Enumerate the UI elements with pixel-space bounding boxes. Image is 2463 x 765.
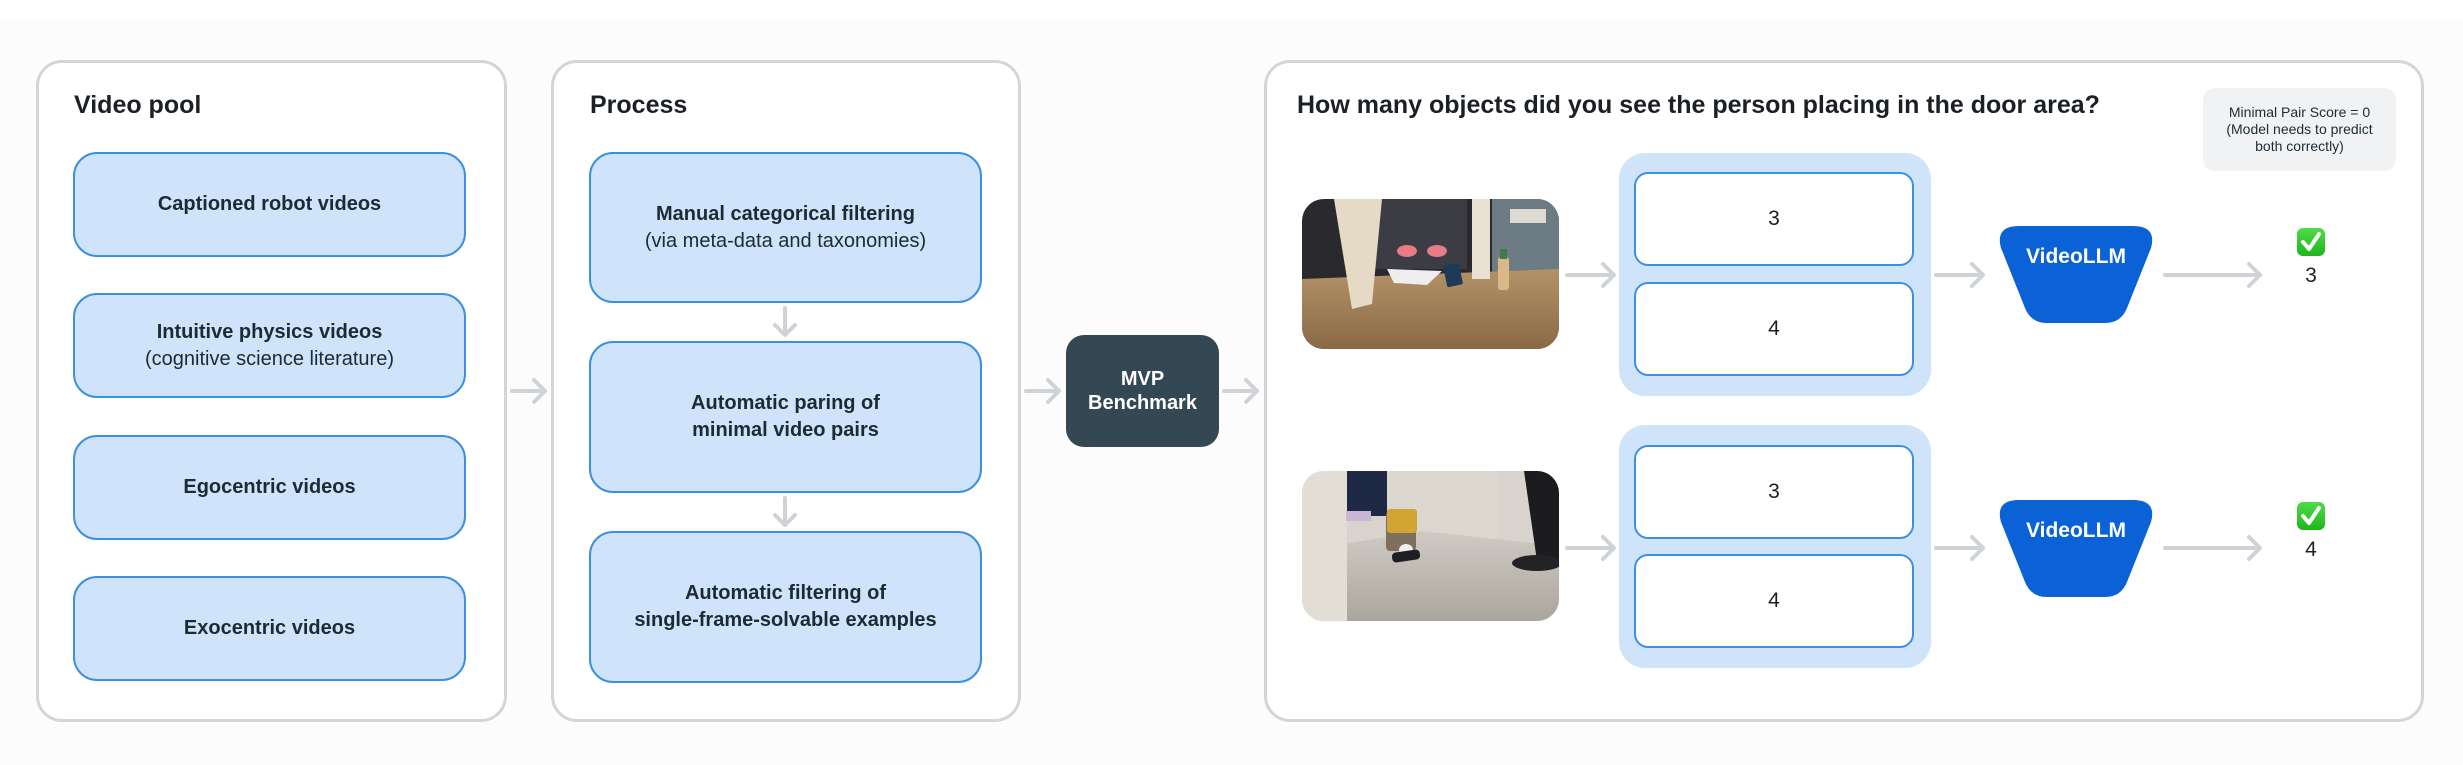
check-mark-icon: [2297, 228, 2325, 256]
video-frame-door-bottle: [1302, 199, 1559, 349]
process-step-sublabel: (via meta-data and taxonomies): [644, 229, 927, 252]
video-source-label: Captioned robot videos: [157, 193, 382, 215]
process-step-label: Automatic filtering of: [684, 582, 887, 604]
video-pool-title: Video pool: [74, 91, 202, 119]
example-question: How many objects did you see the person …: [1297, 91, 2100, 119]
score-explanation-line2: both correctly): [2255, 138, 2344, 154]
benchmark-label: MVP: [1120, 368, 1165, 390]
score-line: Minimal Pair Score = 0: [2228, 104, 2371, 120]
mvp-benchmark-node: MVP Benchmark: [1066, 335, 1219, 447]
predicted-answer: 4: [2305, 538, 2317, 561]
arrow-right-icon: [2163, 535, 2263, 561]
arrow-right-icon: [1024, 378, 1062, 404]
model-shape: [1999, 226, 2153, 323]
top-strip: [0, 0, 2463, 20]
process-step-single-frame-filtering: Automatic filtering of single-frame-solv…: [589, 531, 982, 683]
arrow-right-icon: [1565, 262, 1617, 288]
video-source-captioned-robot: Captioned robot videos: [73, 152, 466, 257]
prediction-result: 4: [2281, 502, 2341, 562]
answer-option[interactable]: 4: [1634, 554, 1914, 648]
videollm-model-node: VideoLLM: [1997, 226, 2155, 323]
arrow-right-icon: [2163, 262, 2263, 288]
minimal-pair-score-note: Minimal Pair Score = 0 (Model needs to p…: [2203, 88, 2396, 171]
video-thumbnail: [1302, 199, 1559, 349]
video-source-exocentric: Exocentric videos: [73, 576, 466, 681]
answer-option[interactable]: 3: [1634, 445, 1914, 539]
score-explanation: (Model needs to predict: [2226, 121, 2373, 137]
arrow-right-icon: [1222, 378, 1260, 404]
answer-choices: 3 4: [1619, 153, 1931, 396]
prediction-result: 3: [2281, 228, 2341, 288]
arrow-right-icon: [510, 378, 548, 404]
arrow-down-icon: [772, 496, 798, 528]
video-source-label: Intuitive physics videos: [156, 320, 383, 343]
benchmark-label-line2: Benchmark: [1088, 392, 1197, 414]
model-label: VideoLLM: [2026, 519, 2126, 542]
video-source-egocentric: Egocentric videos: [73, 435, 466, 540]
arrow-right-icon: [1934, 535, 1986, 561]
video-frame-bag-floor: [1302, 471, 1559, 621]
answer-choices: 3 4: [1619, 425, 1931, 668]
check-mark-icon: [2297, 502, 2325, 530]
process-step-label: Automatic paring of: [691, 392, 880, 414]
answer-option[interactable]: 3: [1634, 172, 1914, 266]
video-thumbnail: [1302, 471, 1559, 621]
predicted-answer: 3: [2305, 264, 2317, 287]
video-source-label: Egocentric videos: [183, 476, 356, 498]
process-step-minimal-pairing: Automatic paring of minimal video pairs: [589, 341, 982, 493]
process-step-label-line2: single-frame-solvable examples: [634, 609, 937, 631]
video-source-intuitive-physics: Intuitive physics videos (cognitive scie…: [73, 293, 466, 398]
model-label: VideoLLM: [2026, 245, 2126, 268]
model-shape: [1999, 500, 2153, 597]
answer-option[interactable]: 4: [1634, 282, 1914, 376]
video-source-label: Exocentric videos: [183, 617, 356, 639]
process-step-label-line2: minimal video pairs: [692, 419, 879, 441]
process-step-manual-filtering: Manual categorical filtering (via meta-d…: [589, 152, 982, 303]
videollm-model-node: VideoLLM: [1997, 500, 2155, 597]
process-title: Process: [590, 91, 688, 119]
arrow-down-icon: [772, 306, 798, 338]
video-source-sublabel: (cognitive science literature): [145, 347, 394, 370]
process-step-label: Manual categorical filtering: [656, 202, 915, 225]
arrow-right-icon: [1565, 535, 1617, 561]
arrow-right-icon: [1934, 262, 1986, 288]
